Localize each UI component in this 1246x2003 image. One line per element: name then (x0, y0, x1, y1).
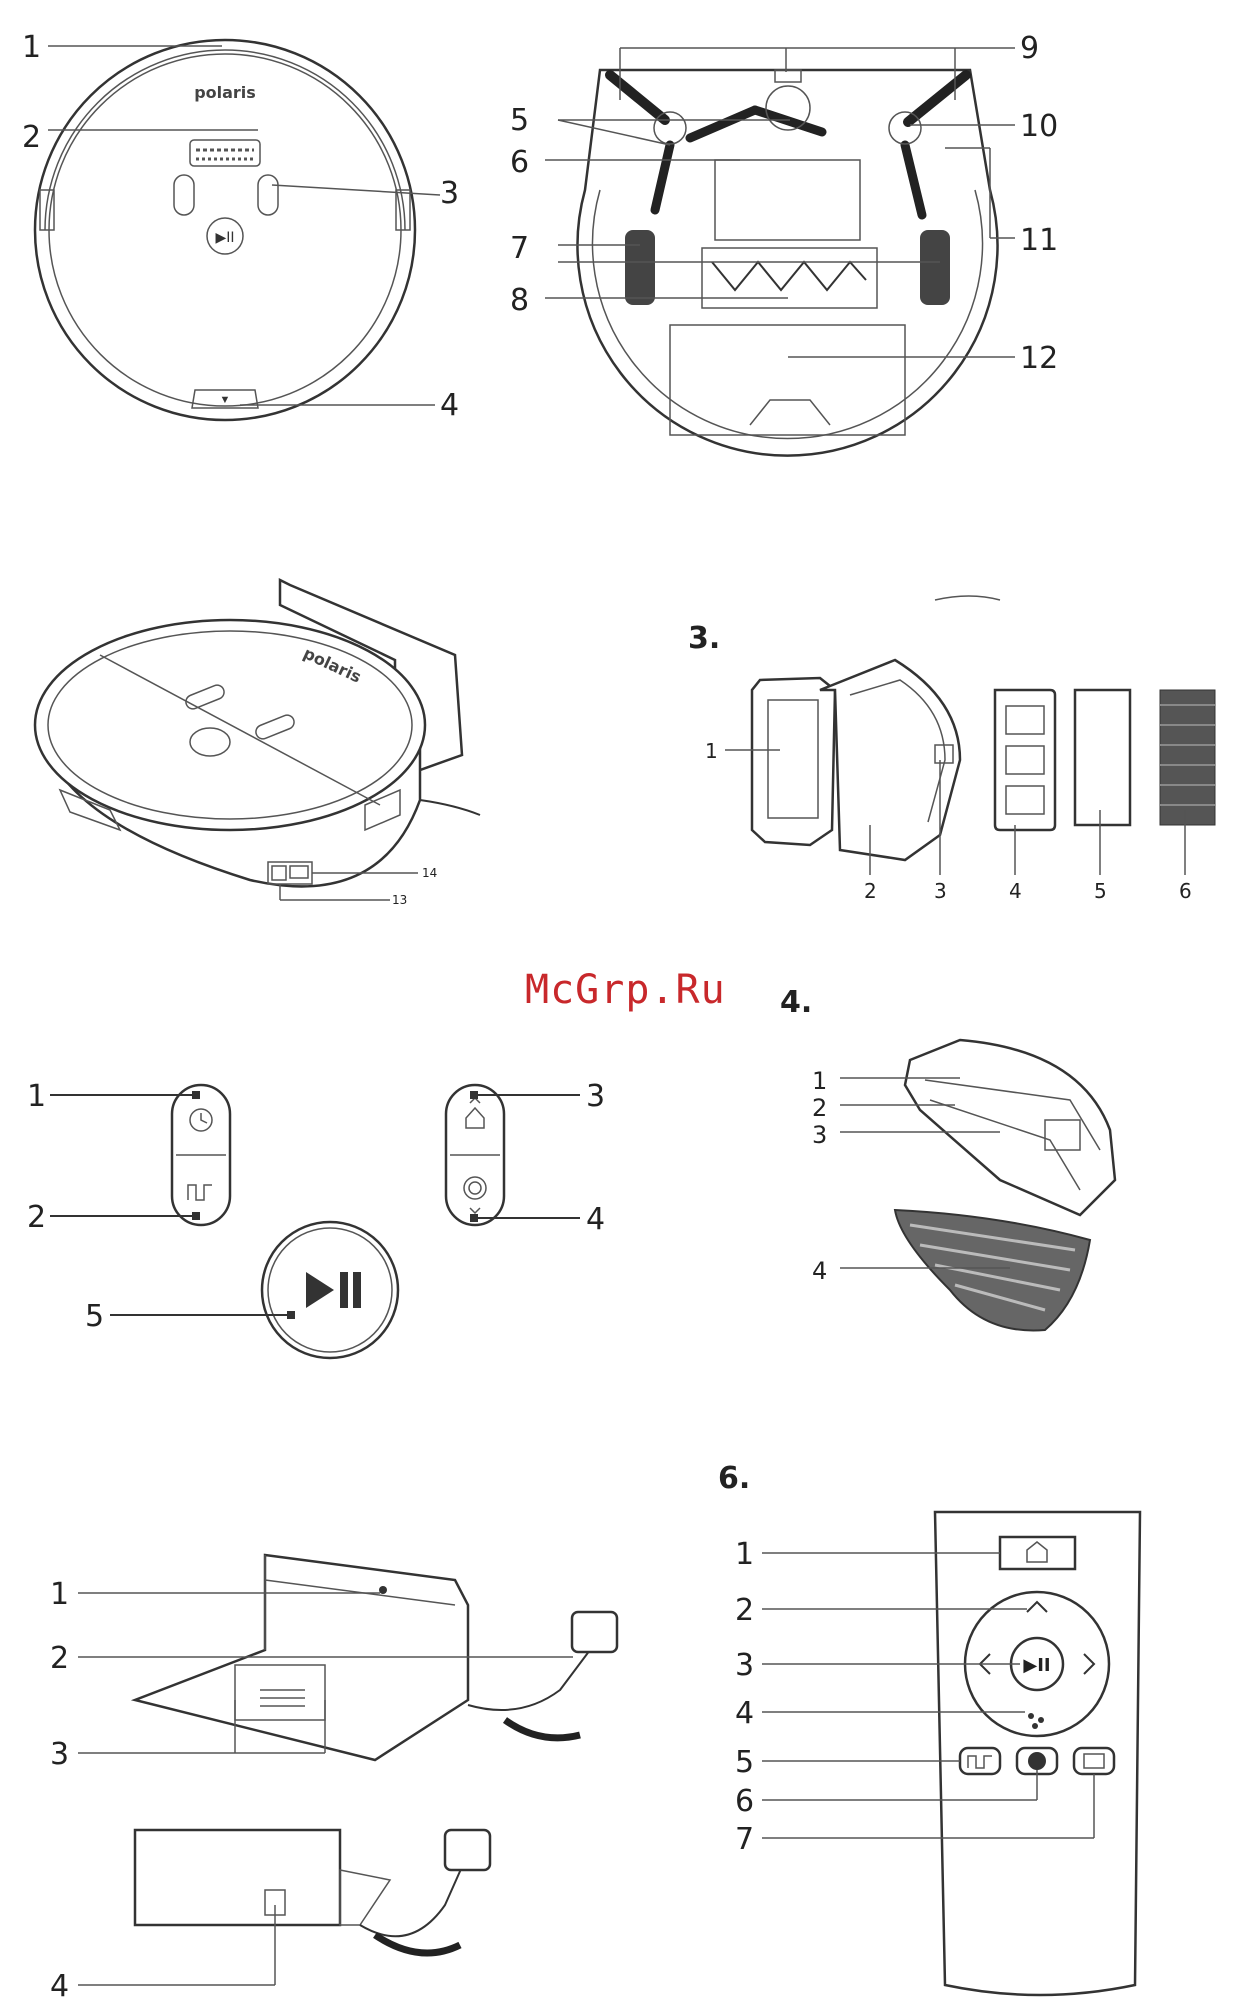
btn-label-3: 3 (586, 1079, 605, 1114)
section-6-title: 6. (718, 1461, 750, 1496)
dock-side-view (135, 1830, 340, 1925)
dock-label-3: 3 (50, 1737, 69, 1772)
label-persp-13: 13 (392, 893, 407, 907)
label-top-2: 2 (22, 120, 41, 155)
label-bottom-10: 10 (1020, 109, 1058, 144)
section-3-dustbin: 3. 1 2 3 4 5 6 (688, 596, 1215, 903)
label-top-1: 1 (22, 30, 41, 65)
btn-label-4: 4 (586, 1202, 605, 1237)
sec3-label-5: 5 (1094, 879, 1107, 903)
spot-dots-icon[interactable] (1028, 1713, 1034, 1719)
robot-top-view: polaris ▶II ▼ 1 2 3 4 (22, 30, 459, 423)
section-6-remote-control: 6. ▶II 1 2 3 4 5 6 7 (718, 1461, 1140, 1995)
section-4-title: 4. (780, 985, 812, 1020)
label-bottom-7: 7 (510, 231, 529, 266)
btn-label-2: 2 (27, 1200, 46, 1235)
section-3-title: 3. (688, 621, 720, 656)
power-adapter-bottom (445, 1830, 490, 1870)
remote-label-4: 4 (735, 1696, 754, 1731)
sec4-label-4: 4 (812, 1257, 827, 1285)
power-adapter-top (572, 1612, 617, 1652)
svg-text:▶II: ▶II (1023, 1655, 1050, 1676)
sec3-label-2: 2 (864, 879, 877, 903)
right-drive-wheel (920, 230, 950, 305)
watermark: McGrp.Ru (525, 967, 726, 1013)
remote-label-5: 5 (735, 1745, 754, 1780)
left-drive-wheel (625, 230, 655, 305)
remote-label-7: 7 (735, 1822, 754, 1857)
btn-label-5: 5 (85, 1299, 104, 1334)
sec4-label-1: 1 (812, 1067, 827, 1095)
remote-label-3: 3 (735, 1648, 754, 1683)
remote-label-2: 2 (735, 1593, 754, 1628)
sponge-filter (1075, 690, 1130, 825)
control-buttons-detail: 1 2 3 4 5 (27, 1079, 605, 1358)
charging-dock-views: 1 2 3 4 (50, 1555, 617, 2003)
sec3-label-6: 6 (1179, 879, 1192, 903)
label-bottom-12: 12 (1020, 341, 1058, 376)
dock-label-4: 4 (50, 1969, 69, 2003)
filter-frame (995, 690, 1055, 830)
remote-schedule-button[interactable] (1074, 1748, 1114, 1774)
sec3-label-4: 4 (1009, 879, 1022, 903)
label-bottom-9: 9 (1020, 31, 1039, 66)
label-bottom-6: 6 (510, 145, 529, 180)
sec3-label-1: 1 (705, 739, 718, 763)
water-tank (905, 1040, 1115, 1215)
sec3-label-3: 3 (934, 879, 947, 903)
svg-text:▼: ▼ (220, 394, 231, 406)
label-bottom-11: 11 (1020, 223, 1058, 258)
sec4-label-2: 2 (812, 1094, 827, 1122)
label-top-3: 3 (440, 176, 459, 211)
remote-edge-button[interactable] (960, 1748, 1000, 1774)
label-top-4: 4 (440, 388, 459, 423)
dock-label-2: 2 (50, 1641, 69, 1676)
dustbin-filter-frame (752, 678, 835, 845)
brand-logo: polaris (194, 83, 256, 102)
label-bottom-5: 5 (510, 103, 529, 138)
remote-label-1: 1 (735, 1537, 754, 1572)
sec4-label-3: 3 (812, 1121, 827, 1149)
label-bottom-8: 8 (510, 283, 529, 318)
section-4-water-tank: 4. 1 2 3 4 (780, 985, 1115, 1331)
dock-label-1: 1 (50, 1577, 69, 1612)
robot-perspective-view: polaris 14 13 (35, 580, 480, 907)
dustbin-body (820, 660, 960, 860)
btn-label-1: 1 (27, 1079, 46, 1114)
remote-label-6: 6 (735, 1784, 754, 1819)
robot-bottom-view: 5 6 7 8 9 10 11 12 (510, 31, 1058, 456)
svg-text:▶II: ▶II (215, 230, 234, 246)
label-persp-14: 14 (422, 866, 437, 880)
